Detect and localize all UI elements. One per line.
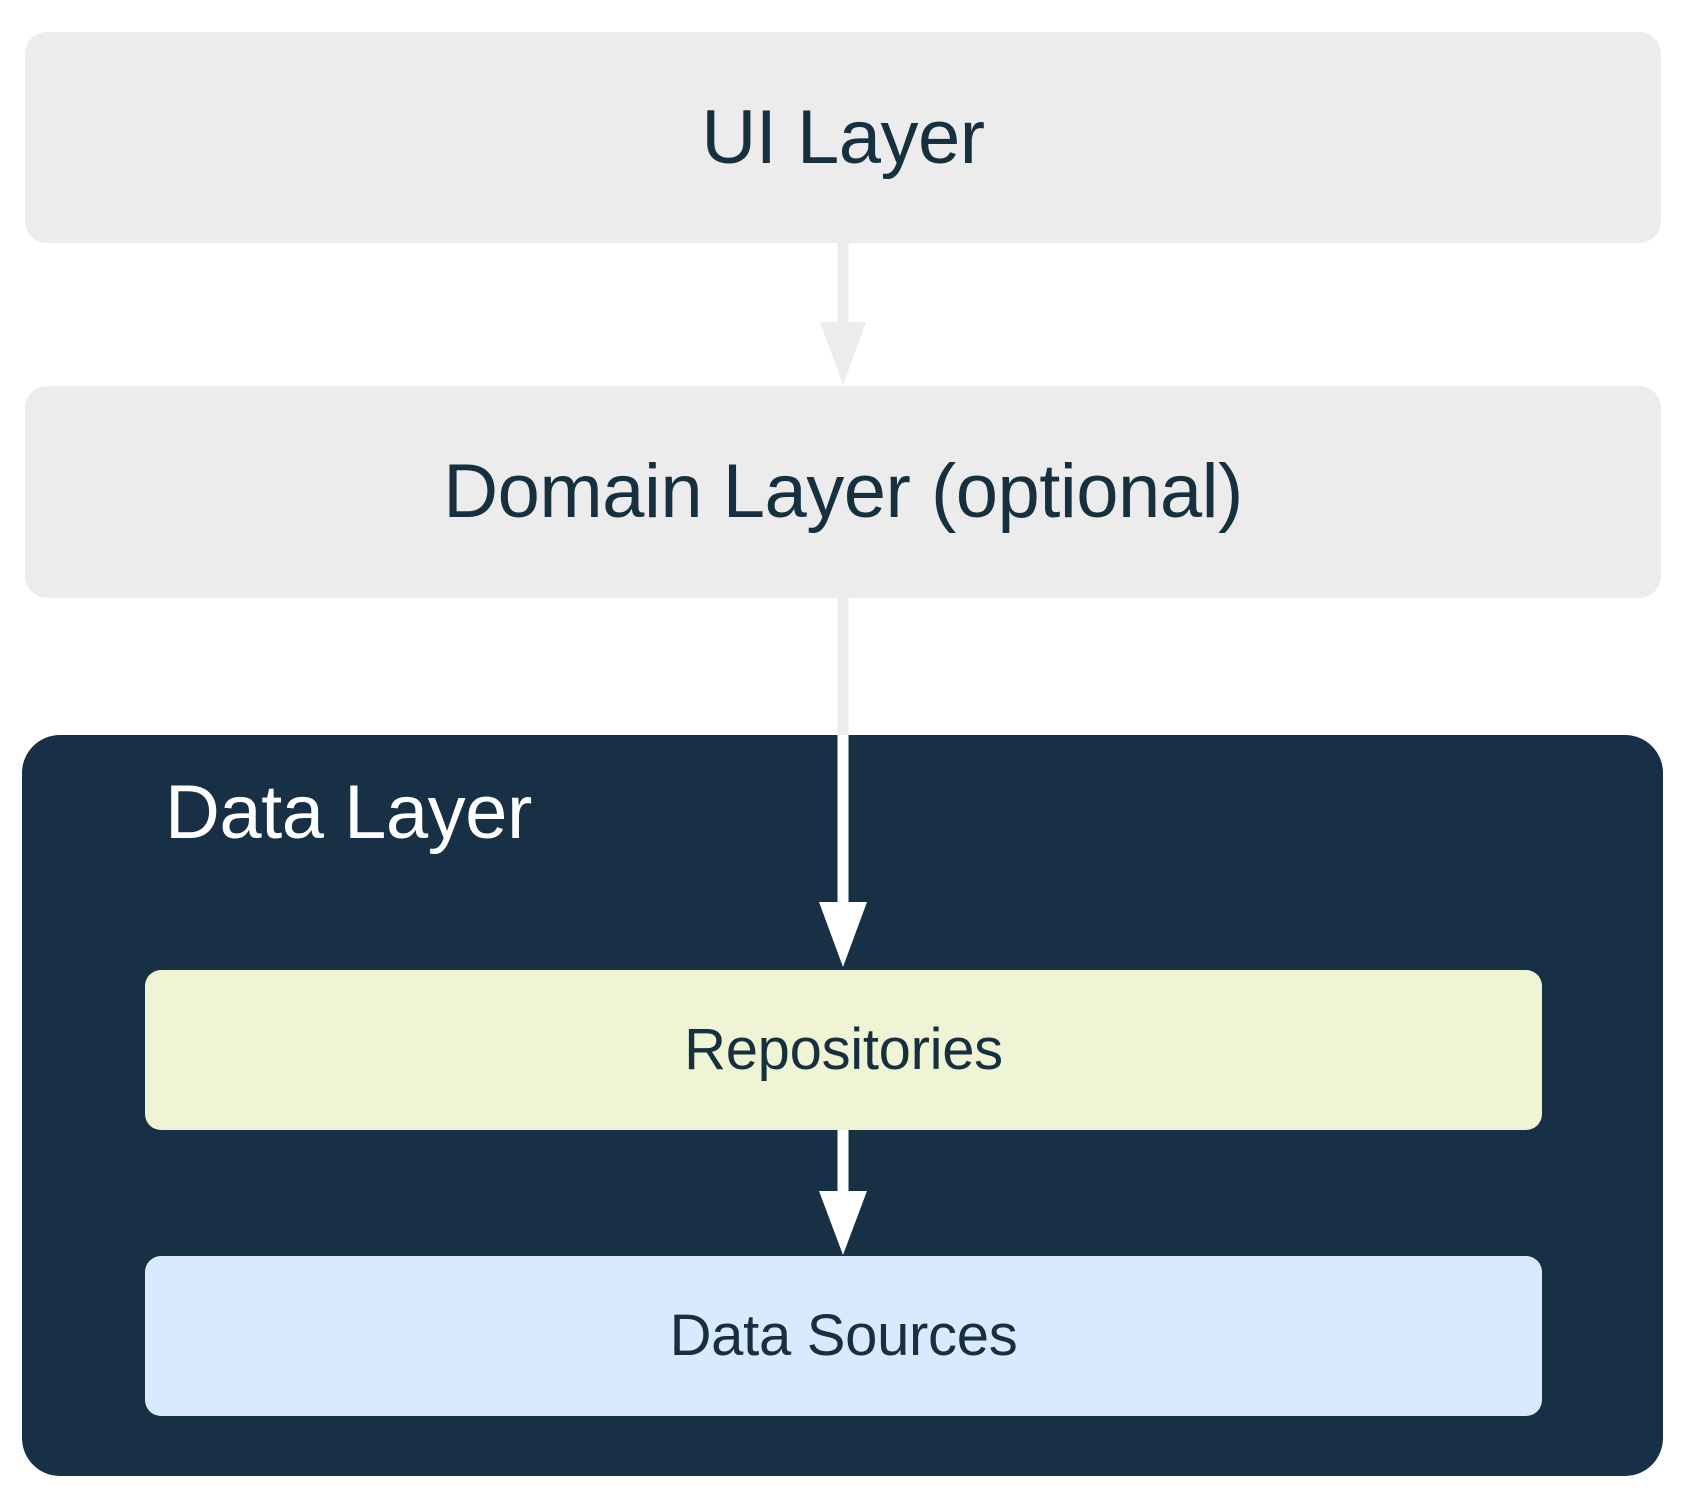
data-sources-label: Data Sources — [669, 1303, 1018, 1368]
arrow-domain-to-repositories-shaft-icon — [812, 598, 874, 735]
domain-layer-label: Domain Layer (optional) — [443, 449, 1243, 534]
repositories-box[interactable]: Repositories — [145, 970, 1542, 1130]
data-sources-box[interactable]: Data Sources — [145, 1256, 1542, 1416]
arrow-repositories-to-data-sources-icon — [812, 1130, 874, 1256]
ui-layer-box[interactable]: UI Layer — [25, 32, 1661, 243]
ui-layer-label: UI Layer — [701, 94, 985, 180]
arrow-domain-to-repositories-head-icon — [812, 735, 874, 968]
arrow-ui-to-domain-icon — [812, 243, 874, 386]
data-layer-box[interactable]: Data Layer Repositories Data Sources — [22, 735, 1663, 1476]
repositories-label: Repositories — [684, 1017, 1003, 1082]
data-layer-label: Data Layer — [165, 770, 532, 855]
domain-layer-box[interactable]: Domain Layer (optional) — [25, 386, 1661, 598]
